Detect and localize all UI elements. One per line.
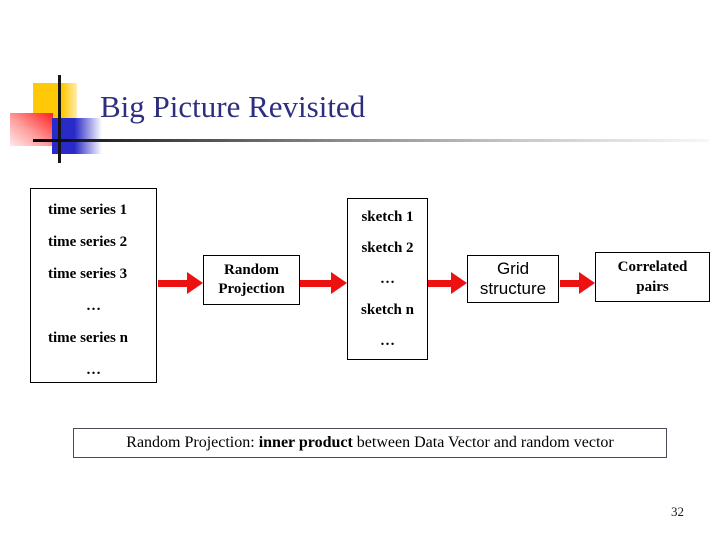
grid-structure-line2: structure bbox=[479, 279, 547, 298]
sketch-item: sketch n bbox=[361, 302, 414, 318]
sketch-item: sketch 2 bbox=[361, 240, 414, 256]
accent-yellow-square bbox=[33, 83, 77, 118]
random-projection-line1: Random bbox=[223, 262, 279, 278]
grid-structure-box: Grid structure bbox=[467, 255, 559, 303]
random-projection-line2: Projection bbox=[218, 281, 285, 297]
sketch-box: sketch 1 sketch 2 … sketch n … bbox=[347, 198, 428, 360]
arrow-shaft bbox=[428, 279, 451, 287]
page-number: 32 bbox=[671, 504, 684, 519]
flow-arrow-icon bbox=[158, 272, 203, 294]
arrow-head bbox=[331, 272, 347, 294]
arrow-head bbox=[187, 272, 203, 294]
arrow-head bbox=[579, 272, 595, 294]
arrow-shaft bbox=[300, 279, 331, 287]
title-underline-rule bbox=[33, 139, 709, 142]
ellipsis: … bbox=[86, 362, 101, 378]
flow-arrow-icon bbox=[300, 272, 347, 294]
ellipsis: … bbox=[380, 271, 395, 287]
time-series-box: time series 1 time series 2 time series … bbox=[30, 188, 157, 383]
caption-box: Random Projection: inner product between… bbox=[73, 428, 667, 458]
arrow-head bbox=[451, 272, 467, 294]
time-series-item: time series n bbox=[48, 330, 128, 346]
caption-bold: inner product bbox=[258, 434, 353, 451]
time-series-item: time series 3 bbox=[48, 266, 128, 282]
flow-arrow-icon bbox=[428, 272, 467, 294]
sketch-item: sketch 1 bbox=[361, 209, 414, 225]
random-projection-box: Random Projection bbox=[203, 255, 300, 305]
slide-title: Big Picture Revisited bbox=[100, 89, 366, 124]
correlated-pairs-line2: pairs bbox=[636, 279, 669, 295]
arrow-shaft bbox=[158, 279, 187, 287]
caption-suffix: between Data Vector and random vector bbox=[352, 434, 614, 451]
ellipsis: … bbox=[380, 333, 395, 349]
caption-prefix: Random Projection: bbox=[126, 434, 259, 451]
time-series-item: time series 1 bbox=[48, 202, 128, 218]
correlated-pairs-line1: Correlated bbox=[617, 259, 688, 275]
flow-arrow-icon bbox=[560, 272, 595, 294]
crosshair-vertical-line bbox=[58, 75, 61, 163]
correlated-pairs-box: Correlated pairs bbox=[595, 252, 710, 302]
arrow-shaft bbox=[560, 279, 579, 287]
time-series-item: time series 2 bbox=[48, 234, 128, 250]
ellipsis: … bbox=[86, 298, 101, 314]
grid-structure-line1: Grid bbox=[496, 259, 530, 278]
